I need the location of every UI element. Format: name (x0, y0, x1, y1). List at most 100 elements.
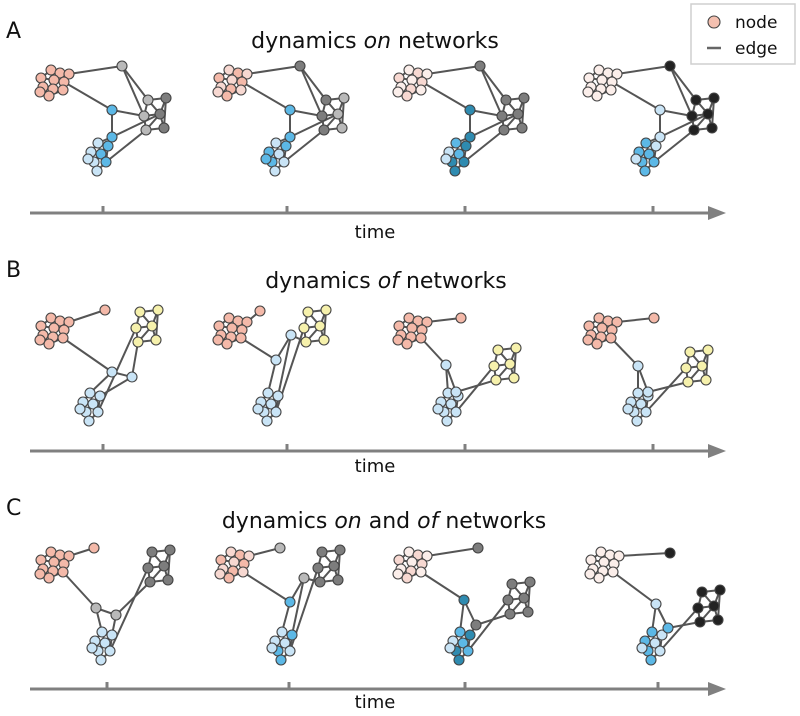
network-node (320, 94, 332, 106)
network-node (656, 629, 668, 641)
network-node (302, 306, 314, 318)
network-node (94, 390, 106, 402)
panel-title-part: on (334, 509, 361, 534)
network-node (146, 546, 158, 558)
network-edge (610, 337, 639, 367)
network-node (454, 626, 466, 638)
panel-title-part: networks (438, 509, 546, 534)
network-node (226, 74, 238, 86)
network-node (279, 637, 291, 649)
network-node (583, 320, 595, 332)
network-node (34, 86, 46, 98)
panel-title-part: networks (399, 269, 507, 294)
network-node (502, 594, 514, 606)
network-edge (246, 65, 301, 75)
network-node (332, 108, 344, 120)
network-node (415, 332, 427, 344)
network-snapshot-11 (584, 546, 726, 666)
network-node (504, 358, 516, 370)
network-node (714, 584, 726, 596)
network-node (270, 406, 282, 418)
panel-title-part: dynamics (265, 269, 378, 294)
network-node (458, 594, 470, 606)
network-node (280, 140, 292, 152)
panel-title-part: dynamics (222, 509, 335, 534)
network-node (212, 334, 224, 346)
network-node (492, 344, 504, 356)
network-node (393, 320, 405, 332)
network-node (392, 86, 404, 98)
network-node (63, 316, 75, 328)
network-node (223, 572, 235, 584)
network-node (57, 84, 69, 96)
network-node (445, 398, 457, 410)
network-node (518, 92, 530, 104)
network-node (318, 124, 330, 136)
network-node (421, 316, 433, 328)
network-node (642, 386, 654, 398)
network-node (336, 122, 348, 134)
network-node (392, 568, 404, 580)
time-axis-label: time (355, 222, 396, 243)
network-node (252, 403, 264, 415)
network-edge (420, 571, 465, 601)
network-node (680, 362, 692, 374)
network-node (598, 556, 610, 568)
network-node (401, 90, 413, 102)
network-node (314, 320, 326, 332)
network-node (142, 94, 154, 106)
network-node (453, 148, 465, 160)
network-node (518, 592, 530, 604)
network-node (274, 542, 286, 554)
network-node (401, 572, 413, 584)
network-node (432, 403, 444, 415)
network-node (415, 566, 427, 578)
network-node (585, 554, 597, 566)
network-node (74, 403, 86, 415)
network-node (34, 334, 46, 346)
network-node (611, 316, 623, 328)
network-edge (121, 65, 149, 101)
network-node (593, 572, 605, 584)
network-node (607, 566, 619, 578)
panel-title-part: of (378, 269, 402, 294)
network-node (334, 544, 346, 556)
network-node (272, 390, 284, 402)
panel-letter-b: B (6, 258, 21, 283)
network-node (35, 554, 47, 566)
network-edge (612, 571, 657, 605)
network-node (228, 556, 240, 568)
network-node (142, 562, 154, 574)
network-node (298, 322, 310, 334)
network-node (640, 406, 652, 418)
network-node (158, 122, 170, 134)
network-node (702, 108, 714, 120)
network-node (640, 137, 652, 149)
legend-edge-label: edge (735, 39, 778, 59)
network-edge (479, 65, 507, 101)
network-node (285, 329, 297, 341)
network-node (91, 165, 103, 177)
network-node (696, 360, 708, 372)
network-edge (618, 552, 671, 557)
network-node (591, 338, 603, 350)
network-node (96, 626, 108, 638)
network-snapshot-6 (392, 312, 522, 427)
network-node (241, 316, 253, 328)
panel-title-part: of (417, 509, 441, 534)
network-node (275, 654, 287, 666)
network-snapshots (34, 60, 726, 666)
network-edge (426, 317, 462, 323)
network-node (392, 334, 404, 346)
network-node (490, 374, 502, 386)
network-edge (121, 65, 145, 117)
network-node (462, 645, 474, 657)
network-node (241, 68, 253, 80)
network-node (99, 637, 111, 649)
network-edge (455, 379, 497, 393)
network-node (421, 550, 433, 562)
network-node (130, 322, 142, 334)
network-node (636, 642, 648, 654)
time-axis-label: time (355, 692, 396, 713)
